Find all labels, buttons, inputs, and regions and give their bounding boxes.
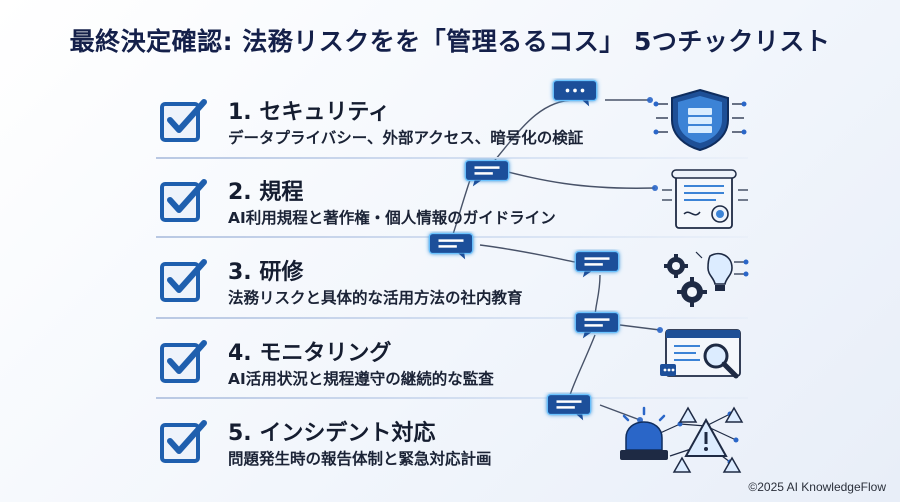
checkbox-checked-icon [160, 340, 207, 383]
chat-bubble-icon [574, 250, 620, 278]
checklist-item-incident: 5. インシデント対応 問題発生時の報告体制と緊急対応計画 [158, 413, 748, 473]
alert-siren-icon [620, 406, 744, 473]
gears-lightbulb-icon [664, 251, 749, 307]
divider [156, 317, 748, 319]
shield-server-icon [653, 88, 747, 152]
item-heading: 2. 規程 [228, 180, 304, 205]
monitor-magnifier-icon [660, 329, 741, 379]
item-description: AI活用状況と規程遵守の継続的な監査 [228, 370, 494, 388]
checkbox-checked-icon [160, 259, 207, 302]
item-heading: 5. インシデント対応 [228, 421, 436, 446]
checklist-item-monitoring: 4. モニタリング AI活用状況と規程遵守の継続的な監査 [158, 333, 748, 393]
checklist-item-training: 3. 研修 法務リスクと具体的な活用方法の社内教育 [158, 252, 748, 312]
item-description: 問題発生時の報告体制と緊急対応計画 [228, 450, 492, 468]
item-heading: 3. 研修 [228, 260, 304, 285]
checkbox-checked-icon [160, 99, 207, 142]
checklist-item-security: 1. セキュリティ データプライバシー、外部アクセス、暗号化の検証 [158, 92, 748, 152]
divider [156, 397, 748, 399]
chat-bubble-icon [464, 159, 510, 187]
item-description: AI利用規程と著作権・個人情報のガイドライン [228, 209, 556, 227]
chat-bubble-icon [428, 232, 474, 260]
item-description: 法務リスクと具体的な活用方法の社内教育 [228, 289, 523, 307]
checklist-item-rules: 2. 規程 AI利用規程と著作権・個人情報のガイドライン [158, 172, 748, 232]
checkbox-checked-icon [160, 179, 207, 222]
chat-bubble-icon [546, 393, 592, 421]
document-certificate-icon [662, 169, 748, 229]
page-title: 最終決定確認: 法務リスクをを「管理るるコス」 5つチックリスト [69, 27, 831, 56]
item-heading: 1. セキュリティ [228, 100, 391, 125]
item-description: データプライバシー、外部アクセス、暗号化の検証 [228, 129, 584, 147]
item-heading: 4. モニタリング [228, 341, 392, 366]
chat-bubble-icon [574, 311, 620, 339]
chat-bubble-icon [552, 79, 598, 107]
copyright-footer: ©2025 AI KnowledgeFlow [748, 480, 886, 494]
divider [156, 157, 748, 159]
checkbox-checked-icon [160, 420, 207, 463]
